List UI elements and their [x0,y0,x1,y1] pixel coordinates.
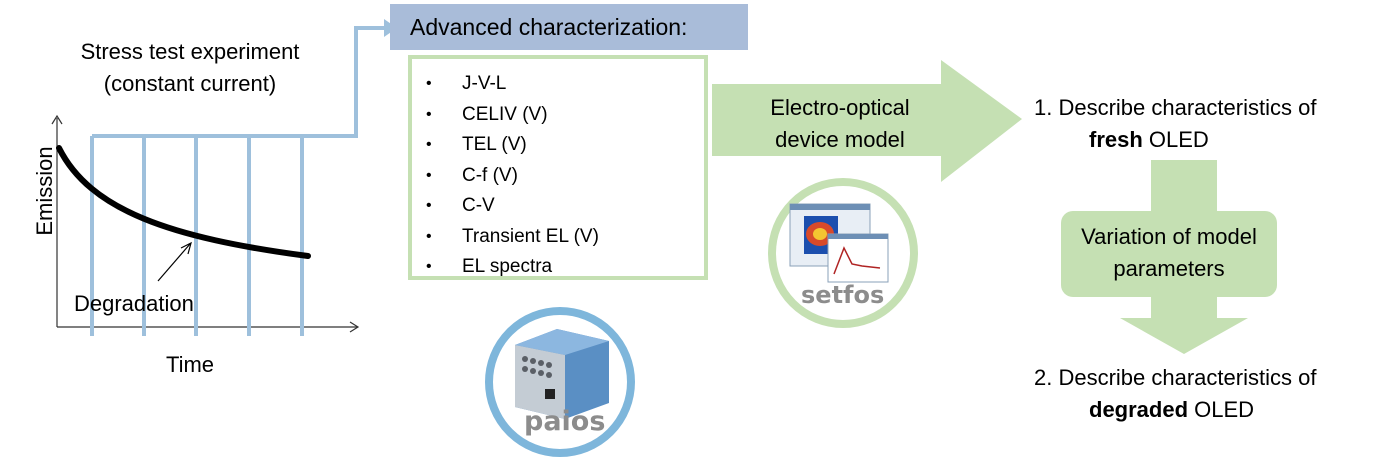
paios-label: paios [524,406,606,437]
list-item-label: Transient EL (V) [462,225,599,247]
setfos-software-image [768,178,918,328]
list-item: • C-V [412,191,704,222]
stress-title-line2: (constant current) [103,71,277,96]
stress-title-line1: Stress test experiment [80,39,300,64]
characterization-list-box: • J-V-L • CELIV (V) • TEL (V) • C-f (V) • C-V… [408,55,708,280]
list-item-label: EL spectra [462,256,553,277]
y-axis-label: Emission [32,146,57,236]
step2-suffix: OLED [1188,397,1255,422]
bullet-icon: • [426,258,432,275]
list-item-label: C-f (V) [462,164,518,186]
step2-second-line: degraded OLED [1034,394,1316,426]
step1-second-line: fresh OLED [1034,124,1316,156]
down-arrow-top [1151,160,1217,212]
list-item-label: TEL (V) [462,134,527,155]
measurement-lines [90,26,388,336]
step-fresh: 1. Describe characteristics of fresh OLE… [1034,92,1316,156]
step2-text: 2. Describe characteristics of [1034,365,1317,390]
variation-line2: parameters [1113,256,1225,281]
list-item-label: CELIV (V) [462,103,548,125]
bullet-icon: • [426,136,432,153]
bullet-icon: • [426,166,432,184]
variation-box: Variation of model parameters [1061,211,1277,297]
bullet-icon: • [426,227,432,245]
model-label-line1: Electro-optical [770,95,910,120]
model-label-line2: device model [775,127,905,152]
list-item: • J-V-L [412,69,704,100]
model-arrow-label: Electro-optical device model [720,92,960,156]
list-item: • Transient EL (V) [412,222,704,253]
characterization-list: • J-V-L • CELIV (V) • TEL (V) • C-f (V) • C-V… [412,59,704,283]
step1-suffix: OLED [1142,127,1209,152]
step1-text: 1. Describe characteristics of [1034,95,1317,120]
x-axis-label: Time [165,352,215,377]
graph-axes [51,114,360,333]
setfos-screenshot-icon [789,203,889,283]
variation-line1: Variation of model [1081,224,1257,249]
paios-box-icon [515,329,609,419]
list-item-label: C-V [462,195,495,216]
bullet-icon: • [426,105,432,123]
step2-bold: degraded [1089,397,1189,422]
degradation-label: Degradation [74,291,194,316]
model-arrow [712,60,1022,182]
degradation-pointer [157,241,192,282]
setfos-label: setfos [801,281,885,309]
bullet-icon: • [426,75,432,92]
step1-bold: fresh [1089,127,1143,152]
stress-test-title: Stress test experiment (constant current… [40,36,340,100]
degradation-curve [56,145,311,259]
list-item: • CELIV (V) [412,100,704,131]
characterization-header: Advanced characterization: [390,4,748,50]
step-degraded: 2. Describe characteristics of degraded … [1034,362,1316,426]
list-item-label: J-V-L [462,73,507,94]
list-item: • TEL (V) [412,130,704,161]
list-item: • C-f (V) [412,161,704,192]
bullet-icon: • [426,197,432,214]
paios-device-image [485,307,635,457]
down-arrow-bottom [1120,296,1248,354]
list-item: • EL spectra [412,252,704,283]
